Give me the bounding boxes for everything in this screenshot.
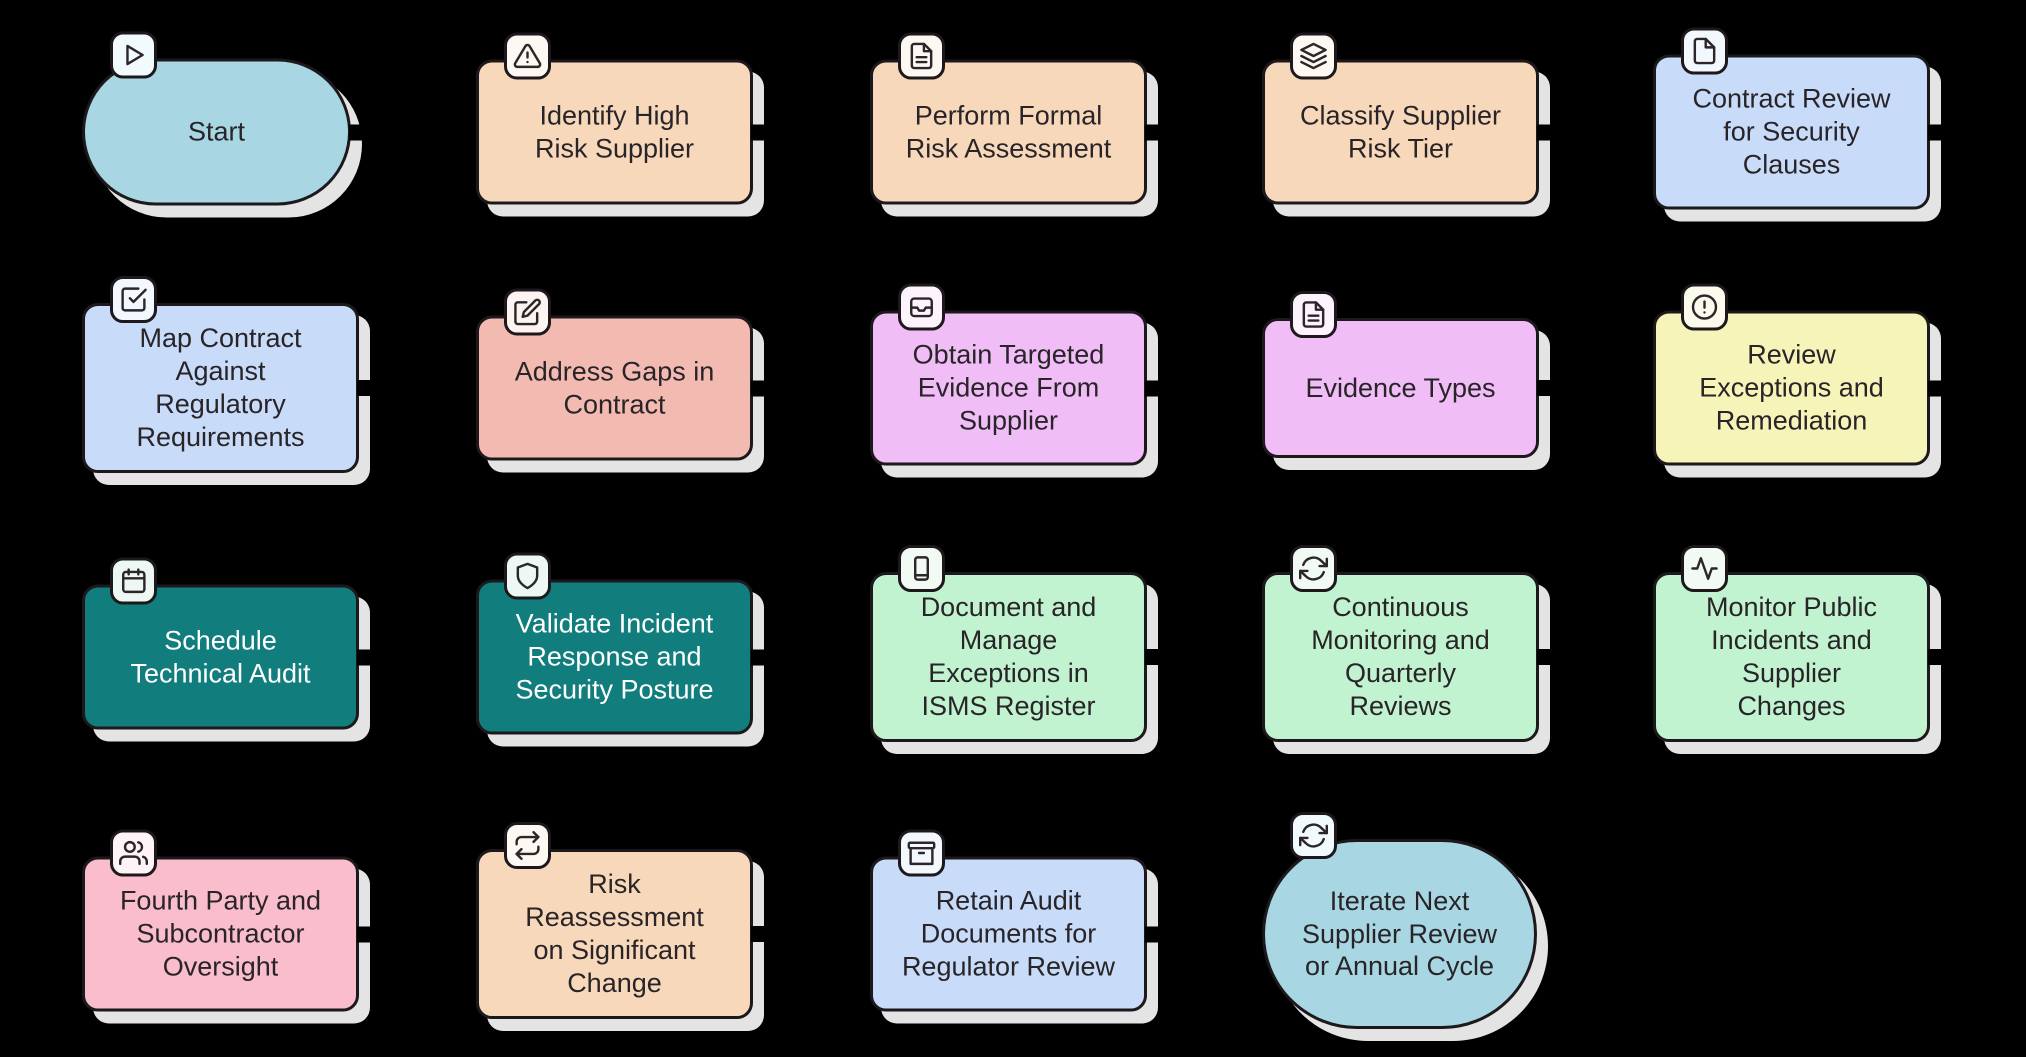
file-text-icon <box>898 32 945 80</box>
connector-notch <box>751 926 766 942</box>
node-label: Risk Reassessment on Significant Change <box>525 869 704 998</box>
connector-notch <box>1928 649 1943 665</box>
refresh-icon <box>1290 812 1337 859</box>
file-icon <box>1681 27 1728 75</box>
node-contract-review-for-security-clauses: Contract Review for Security Clauses <box>1653 27 1943 210</box>
node-address-gaps-in-contract: Address Gaps in Contract <box>476 288 766 461</box>
node-classify-supplier-risk-tier: Classify Supplier Risk Tier <box>1262 32 1552 205</box>
connector-notch <box>751 380 766 396</box>
layers-icon <box>1290 32 1337 80</box>
inbox-icon <box>898 283 945 331</box>
connector-notch <box>1145 380 1160 396</box>
connector-notch <box>1145 124 1160 140</box>
connector-notch <box>349 124 364 140</box>
connector-notch <box>357 926 372 942</box>
node-label: Perform Formal Risk Assessment <box>905 100 1112 163</box>
alert-triangle-icon <box>504 32 551 80</box>
node-identify-high-risk-supplier: Identify High Risk Supplier <box>476 32 766 205</box>
node-label: Obtain Targeted Evidence From Supplier <box>912 339 1105 436</box>
node-map-contract-against-regulatory-requirements: Map Contract Against Regulatory Requirem… <box>82 276 372 473</box>
node-label: Monitor Public Incidents and Supplier Ch… <box>1705 592 1878 721</box>
play-icon <box>110 31 157 79</box>
node-label: Map Contract Against Regulatory Requirem… <box>136 323 305 452</box>
refresh-icon <box>1290 545 1337 592</box>
alert-circle-icon <box>1681 283 1728 331</box>
node-retain-audit-documents-for-regulator-review: Retain Audit Documents for Regulator Rev… <box>870 829 1160 1012</box>
node-label: Fourth Party and Subcontractor Oversight <box>119 885 322 982</box>
node-fourth-party-and-subcontractor-oversight: Fourth Party and Subcontractor Oversight <box>82 829 372 1012</box>
activity-icon <box>1681 545 1728 592</box>
connector-notch <box>1537 380 1552 396</box>
node-label: Start <box>187 116 246 147</box>
connector-notch <box>357 649 372 665</box>
users-icon <box>110 829 157 877</box>
node-label: Validate Incident Response and Security … <box>515 608 714 705</box>
node-evidence-types: Evidence Types <box>1262 291 1552 458</box>
connector-notch <box>751 124 766 140</box>
node-schedule-technical-audit: Schedule Technical Audit <box>82 557 372 730</box>
connector-notch <box>1537 124 1552 140</box>
node-label: Address Gaps in Contract <box>514 356 715 419</box>
node-perform-formal-risk-assessment: Perform Formal Risk Assessment <box>870 32 1160 205</box>
repeat-icon <box>504 822 551 869</box>
node-label: Schedule Technical Audit <box>130 625 311 688</box>
file-text-icon <box>1290 291 1337 338</box>
node-review-exceptions-and-remediation: Review Exceptions and Remediation <box>1653 283 1943 466</box>
node-validate-incident-response-and-security-posture: Validate Incident Response and Security … <box>476 552 766 735</box>
node-label: Classify Supplier Risk Tier <box>1299 100 1502 163</box>
node-iterate-next-supplier-review-or-annual-cycle: Iterate Next Supplier Review or Annual C… <box>1262 812 1537 1029</box>
node-document-and-manage-exceptions-in-isms-register: Document and Manage Exceptions in ISMS R… <box>870 545 1160 742</box>
node-obtain-targeted-evidence-from-supplier: Obtain Targeted Evidence From Supplier <box>870 283 1160 466</box>
shield-icon <box>504 552 551 600</box>
archive-icon <box>898 829 945 877</box>
node-label: Document and Manage Exceptions in ISMS R… <box>920 592 1097 721</box>
connector-notch <box>1145 649 1160 665</box>
book-icon <box>898 545 945 592</box>
node-continuous-monitoring-and-quarterly-reviews: Continuous Monitoring and Quarterly Revi… <box>1262 545 1552 742</box>
node-label: Review Exceptions and Remediation <box>1699 339 1884 436</box>
node-label: Evidence Types <box>1305 372 1496 403</box>
node-risk-reassessment-on-significant-change: Risk Reassessment on Significant Change <box>476 822 766 1019</box>
connector-notch <box>1928 380 1943 396</box>
connector-notch <box>357 380 372 396</box>
calendar-icon <box>110 557 157 605</box>
node-label: Contract Review for Security Clauses <box>1692 83 1891 180</box>
node-start: Start <box>82 31 364 206</box>
check-square-icon <box>110 276 157 323</box>
node-label: Identify High Risk Supplier <box>534 100 695 163</box>
node-label: Continuous Monitoring and Quarterly Revi… <box>1311 592 1490 721</box>
connector-notch <box>1537 649 1552 665</box>
connector-notch <box>751 649 766 665</box>
connector-notch <box>1928 124 1943 140</box>
node-label: Iterate Next Supplier Review or Annual C… <box>1301 885 1498 982</box>
edit-icon <box>504 288 551 336</box>
node-label: Retain Audit Documents for Regulator Rev… <box>901 885 1116 982</box>
connector-notch <box>1145 926 1160 942</box>
node-monitor-public-incidents-and-supplier-changes: Monitor Public Incidents and Supplier Ch… <box>1653 545 1943 742</box>
